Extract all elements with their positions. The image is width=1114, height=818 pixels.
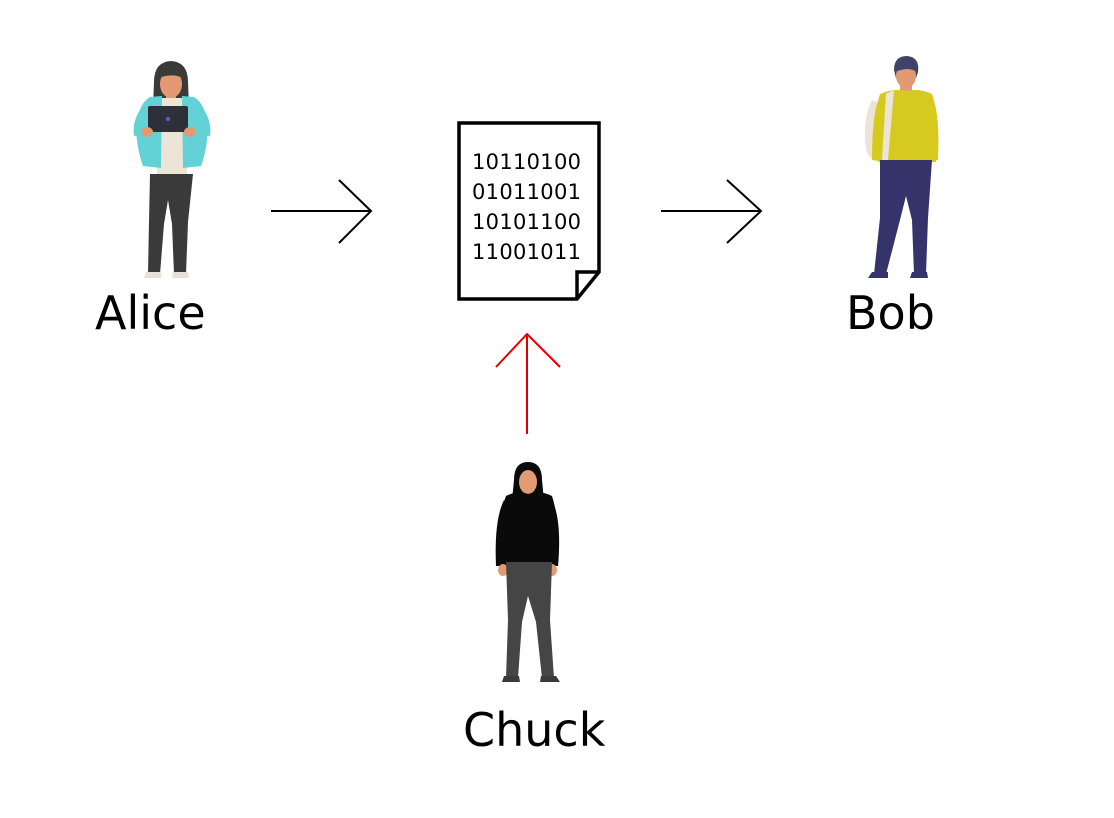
alice-person-icon xyxy=(133,61,211,278)
binary-line: 10101100 xyxy=(472,210,581,234)
arrow-message-to-bob xyxy=(661,179,763,244)
chuck-hacker-icon xyxy=(495,462,560,682)
binary-line: 11001011 xyxy=(472,240,581,264)
binary-document-icon: 10110100 01011001 10101100 11001011 xyxy=(457,121,601,301)
alice-label: Alice xyxy=(95,286,206,340)
arrow-alice-to-message xyxy=(271,179,373,244)
binary-line: 10110100 xyxy=(472,150,581,174)
arrow-chuck-to-message xyxy=(495,332,561,434)
binary-line: 01011001 xyxy=(472,180,581,204)
bob-person-icon xyxy=(864,56,939,278)
chuck-label: Chuck xyxy=(463,703,606,757)
bob-label: Bob xyxy=(846,286,935,340)
